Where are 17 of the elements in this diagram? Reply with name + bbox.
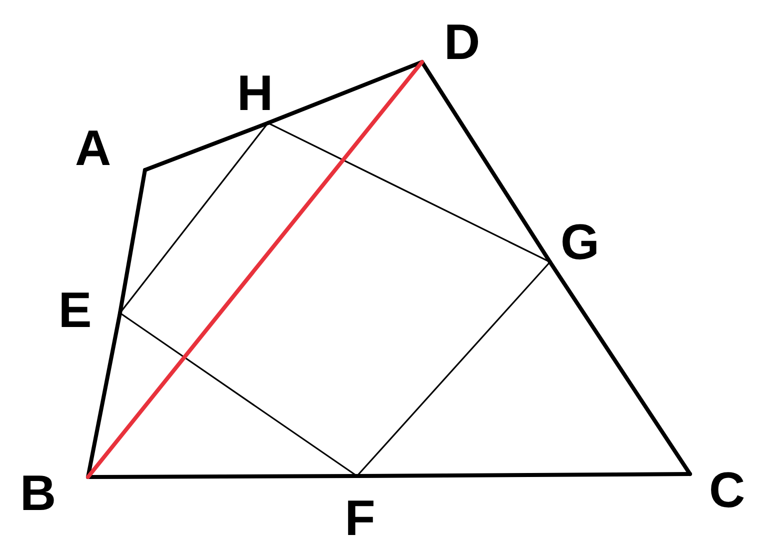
point-label: C	[708, 465, 746, 515]
point-label: D	[444, 17, 480, 67]
point-label: F	[344, 493, 376, 543]
line-segment	[356, 261, 551, 477]
line-segment	[118, 168, 147, 315]
line-segment	[119, 122, 269, 314]
point-label: E	[58, 285, 92, 335]
line-segment	[86, 311, 122, 479]
diagonal-line	[86, 60, 424, 479]
point-label: H	[236, 68, 274, 118]
line-segment	[119, 312, 358, 477]
line-segment	[86, 474, 359, 479]
point-label: B	[20, 468, 56, 518]
point-label: G	[560, 217, 600, 267]
line-segment	[143, 121, 270, 172]
line-segment	[355, 472, 692, 478]
point-label: A	[74, 123, 112, 173]
